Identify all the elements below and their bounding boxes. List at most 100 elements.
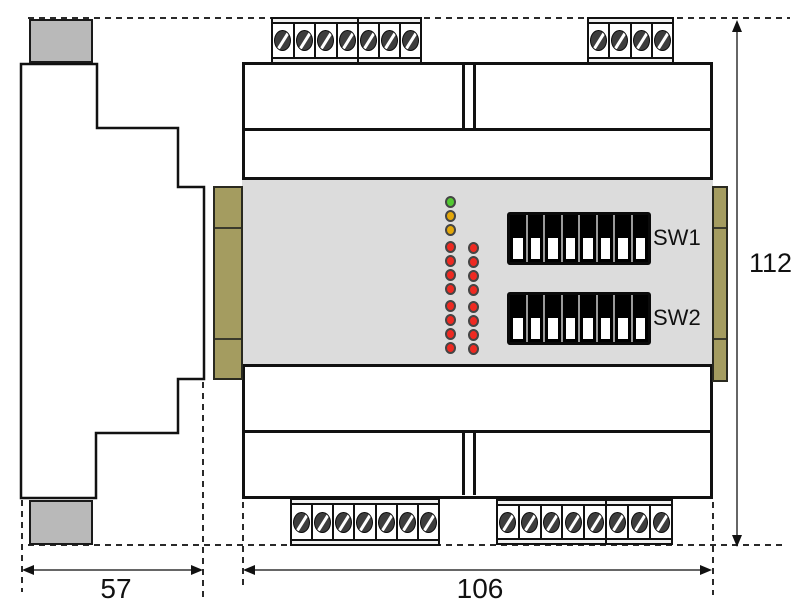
screw-terminal-icon xyxy=(521,511,539,533)
terminal-housing-strip xyxy=(359,57,420,62)
terminal-cell xyxy=(542,506,564,538)
led-red-icon xyxy=(445,255,456,267)
arrowhead-right xyxy=(191,565,203,575)
dip-switch-sw2 xyxy=(507,292,651,345)
terminal-housing-strip xyxy=(273,19,357,24)
terminal-housing-strip xyxy=(607,538,671,543)
screw-terminal-icon xyxy=(335,511,353,533)
screw-terminal-icon xyxy=(402,30,419,51)
led-red-icon xyxy=(468,315,479,327)
screw-terminal-icon xyxy=(564,511,582,533)
terminal-cell xyxy=(292,505,314,539)
arrowhead-left xyxy=(243,565,255,575)
led-group xyxy=(468,242,479,296)
screw-terminal-icon xyxy=(381,30,398,51)
led-red-icon xyxy=(445,342,456,354)
screw-terminal-icon xyxy=(338,30,356,51)
dip-lever-slider xyxy=(583,238,593,259)
led-red-icon xyxy=(445,241,456,253)
terminal-block-bottom-right-a xyxy=(496,499,607,545)
screw-terminal-icon xyxy=(274,30,292,51)
dip-lever-slider xyxy=(600,238,610,259)
side-view-terminal-block-bottom xyxy=(29,500,93,545)
terminal-cells xyxy=(273,24,357,57)
screw-terminal-icon xyxy=(295,30,313,51)
led-yellow-icon xyxy=(445,210,456,222)
terminal-housing-strip xyxy=(589,57,672,62)
led-column-left xyxy=(445,196,456,354)
terminal-block-top-left-b xyxy=(357,17,422,64)
dip-switch-sw1 xyxy=(507,212,651,265)
led-red-icon xyxy=(445,269,456,281)
dip-switch-lever xyxy=(615,295,631,342)
dip-lever-slider xyxy=(530,318,540,339)
terminal-cell xyxy=(295,24,316,57)
screw-terminal-icon xyxy=(377,511,395,533)
led-red-icon xyxy=(445,328,456,340)
dip-lever-slider xyxy=(530,238,540,259)
connector-segment-divider xyxy=(215,227,241,229)
dip-lever-slider xyxy=(548,238,558,259)
screw-terminal-icon xyxy=(630,511,648,533)
terminal-cell xyxy=(629,506,651,538)
terminal-cell xyxy=(401,24,420,57)
terminal-block-bottom-right-b xyxy=(605,499,673,545)
screw-terminal-icon xyxy=(499,511,517,533)
dip-lever-slider xyxy=(618,318,628,339)
side-view-terminal-block-top xyxy=(29,19,93,63)
connector-segment-divider xyxy=(714,338,726,340)
connector-segment-divider xyxy=(215,338,241,340)
front-body-upper-seam xyxy=(245,128,710,131)
screw-terminal-icon xyxy=(360,30,377,51)
terminal-cell xyxy=(313,505,335,539)
arrowhead-up xyxy=(732,20,742,32)
dip-switch-lever xyxy=(510,215,526,262)
screw-terminal-icon xyxy=(590,30,608,51)
screw-terminal-icon xyxy=(632,30,650,51)
dip-switch-lever xyxy=(632,215,648,262)
connector-segment-divider xyxy=(714,227,726,229)
dip-switch-lever xyxy=(597,295,613,342)
terminal-cell xyxy=(338,24,358,57)
dip-lever-slider xyxy=(565,318,575,339)
terminal-cell xyxy=(359,24,380,57)
terminal-housing-strip xyxy=(589,19,672,24)
screw-terminal-icon xyxy=(398,511,416,533)
screw-terminal-icon xyxy=(611,30,629,51)
led-green-icon xyxy=(445,196,456,208)
dip-switch-lever xyxy=(580,295,596,342)
terminal-cell xyxy=(419,505,438,539)
dip-lever-slider xyxy=(635,238,645,259)
terminal-cells xyxy=(607,506,671,538)
led-group xyxy=(468,301,479,355)
dip-lever-slider xyxy=(513,318,523,339)
dip-lever-slider xyxy=(548,318,558,339)
terminal-cell xyxy=(585,506,605,538)
dip-lever-slider xyxy=(600,318,610,339)
front-body-lower-seam xyxy=(245,430,710,433)
dip-switch-lever xyxy=(510,295,526,342)
front-top-section-divider xyxy=(473,65,476,128)
dip-lever-slider xyxy=(513,238,523,259)
led-red-icon xyxy=(468,270,479,282)
front-top-section-divider xyxy=(462,65,465,128)
led-red-icon xyxy=(468,301,479,313)
terminal-cell xyxy=(316,24,338,57)
dip-switch-lever xyxy=(562,215,578,262)
dip-switch-lever xyxy=(632,295,648,342)
screw-terminal-icon xyxy=(317,30,335,51)
screw-terminal-icon xyxy=(542,511,560,533)
led-red-icon xyxy=(468,343,479,355)
screw-terminal-icon xyxy=(314,511,332,533)
terminal-block-top-left-a xyxy=(271,17,359,64)
terminal-housing-strip xyxy=(498,501,605,506)
arrowhead-down xyxy=(732,535,742,547)
led-group xyxy=(445,241,456,295)
screw-terminal-icon xyxy=(586,511,604,533)
dimension-label-front-width: 106 xyxy=(456,573,504,600)
led-red-icon xyxy=(445,300,456,312)
screw-terminal-icon xyxy=(293,511,311,533)
terminal-housing-strip xyxy=(273,57,357,62)
terminal-cell xyxy=(377,505,398,539)
